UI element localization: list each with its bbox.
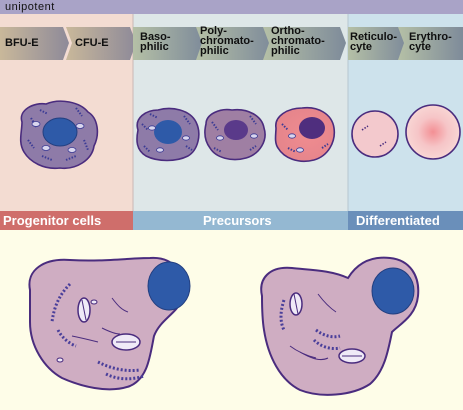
stage-label-erythrocyte: Erythro- cyte xyxy=(409,31,452,53)
group-label-differentiated: Differentiated xyxy=(356,213,440,228)
progenitor-cell-icon xyxy=(19,100,99,170)
group-label-precursors: Precursors xyxy=(203,213,272,228)
stage-label-polychromatophilic: Poly- chromato- philic xyxy=(200,25,254,57)
basophilic-cell-icon xyxy=(136,107,200,162)
stage-label-basophilic: Baso- philic xyxy=(140,31,171,53)
group-label-progenitor: Progenitor cells xyxy=(3,213,102,228)
header-bar xyxy=(0,0,463,14)
polychromatophilic-detail-cell-icon xyxy=(260,256,420,396)
precursor-bar xyxy=(133,211,348,230)
stage-label-reticulocyte: Reticulo- cyte xyxy=(350,31,398,53)
stage-label-cfu-e: CFU-E xyxy=(75,37,109,49)
reticulocyte-cell-icon xyxy=(351,110,399,158)
progenitor-bar xyxy=(0,211,133,230)
stage-label-orthochromatophilic: Ortho- chromato- philic xyxy=(271,25,325,57)
basophilic-detail-cell-icon xyxy=(28,256,191,391)
unipotent-label: unipotent xyxy=(5,1,55,13)
stage-label-bfu-e: BFU-E xyxy=(5,37,39,49)
differentiated-bar xyxy=(348,211,463,230)
erythrocyte-cell-icon xyxy=(405,104,461,160)
stage-arrows xyxy=(0,27,463,60)
polychromatophilic-cell-icon xyxy=(204,108,266,161)
orthochromatophilic-cell-icon xyxy=(274,106,336,163)
